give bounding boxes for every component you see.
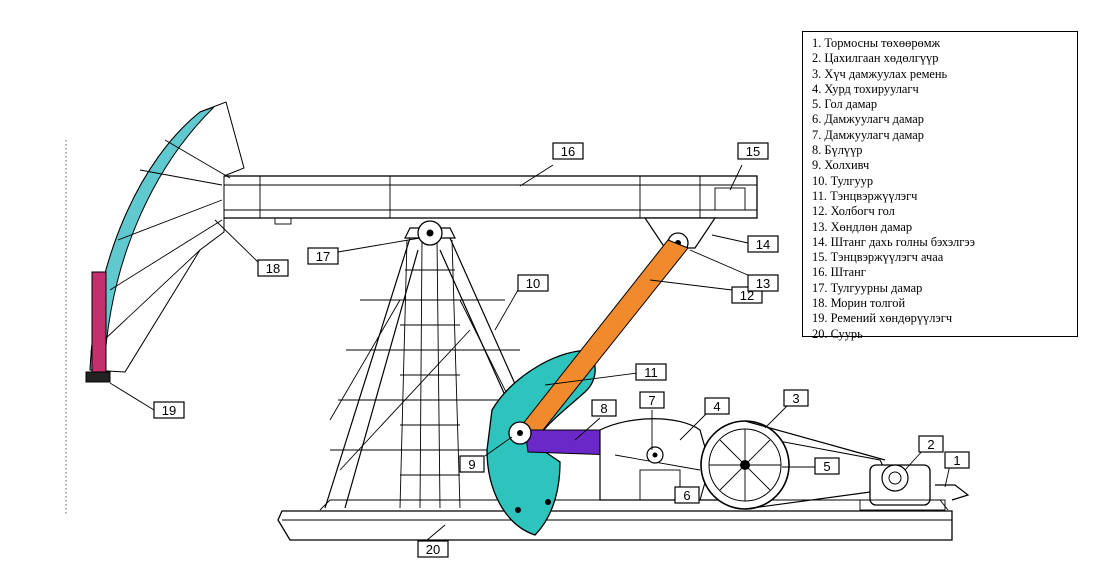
callout-17: 17	[307, 247, 339, 265]
legend-item: 5. Гол дамар	[812, 97, 878, 112]
callout-14: 14	[747, 235, 779, 253]
callout-12: 12	[731, 286, 763, 304]
legend-item: 14. Штанг дахь голны бэхэлгээ	[812, 234, 975, 249]
svg-text:8: 8	[600, 401, 607, 416]
legend-item: 18. Морин толгой	[812, 296, 906, 311]
legend-item: 16. Штанг	[812, 265, 866, 280]
legend-item: 15. Тэнцвэржүүлэгч ачаа	[812, 250, 944, 265]
svg-text:14: 14	[756, 237, 770, 252]
callout-11: 11	[635, 363, 667, 381]
callout-1: 1	[944, 451, 970, 469]
callout-19: 19	[153, 401, 185, 419]
bridle-rod	[91, 271, 107, 373]
svg-text:4: 4	[713, 399, 720, 414]
callout-4: 4	[704, 397, 730, 415]
saddle-bearing	[404, 220, 456, 246]
callout-15: 15	[737, 142, 769, 160]
callout-18: 18	[257, 259, 289, 277]
callout-9: 9	[459, 455, 485, 473]
legend-item: 13. Хөндлөн дамар	[812, 219, 913, 234]
callout-6: 6	[674, 486, 700, 504]
svg-text:3: 3	[792, 391, 799, 406]
legend-item: 12. Холбогч гол	[812, 204, 895, 219]
legend-item: 1. Тормосны төхөөрөмж	[812, 36, 941, 50]
parts-legend: 1. Тормосны төхөөрөмж 2. Цахилгаан хөдөл…	[802, 31, 1078, 341]
svg-text:11: 11	[644, 365, 658, 380]
svg-text:5: 5	[823, 459, 830, 474]
svg-text:20: 20	[426, 542, 440, 557]
brake-device	[935, 484, 970, 501]
legend-item: 19. Ремений хөндөрүүлэгч	[812, 311, 953, 326]
callout-20: 20	[417, 540, 449, 558]
legend-item: 17. Тулгуурны дамар	[812, 280, 923, 295]
callout-5: 5	[814, 457, 840, 475]
svg-text:19: 19	[162, 403, 176, 418]
gear-reducer	[599, 418, 721, 501]
samson-post	[324, 237, 541, 509]
callout-2: 2	[918, 435, 944, 453]
svg-text:1: 1	[953, 453, 960, 468]
callout-7: 7	[639, 391, 665, 409]
carrier-bar	[85, 371, 111, 383]
callout-3: 3	[783, 389, 809, 407]
svg-text:2: 2	[927, 437, 934, 452]
callout-13: 13	[747, 274, 779, 292]
svg-text:16: 16	[561, 144, 575, 159]
leader-lines	[109, 164, 951, 542]
svg-text:7: 7	[648, 393, 655, 408]
legend-item: 6. Дамжуулагч дамар	[812, 112, 924, 127]
svg-text:15: 15	[746, 144, 760, 159]
legend-item: 3. Хүч дамжуулах ремень	[812, 66, 948, 81]
svg-text:12: 12	[740, 288, 754, 303]
legend-item: 9. Холхивч	[812, 158, 870, 173]
legend-item: 4. Хурд тохируулагч	[812, 81, 919, 96]
svg-text:10: 10	[526, 276, 540, 291]
drive-belt	[744, 420, 886, 510]
svg-text:9: 9	[468, 457, 475, 472]
svg-text:6: 6	[683, 488, 690, 503]
svg-text:17: 17	[316, 249, 330, 264]
callout-16: 16	[552, 142, 584, 160]
legend-item: 20. Суурь	[812, 326, 863, 341]
walking-beam	[221, 175, 758, 225]
legend-item: 11. Тэнцвэржүүлэгч	[812, 188, 918, 203]
callout-10: 10	[517, 274, 549, 292]
base-foundation	[277, 499, 953, 541]
horsehead	[89, 101, 245, 373]
legend-item: 10. Тулгуур	[812, 173, 874, 188]
legend-item: 2. Цахилгаан хөдөлгүүр	[812, 51, 939, 66]
legend-item: 7. Дамжуулагч дамар	[812, 127, 924, 142]
svg-text:18: 18	[266, 261, 280, 276]
callout-8: 8	[591, 399, 617, 417]
electric-motor	[859, 464, 946, 511]
svg-text:13: 13	[756, 276, 770, 291]
legend-item: 8. Бүлүүр	[812, 143, 863, 158]
main-sheave	[700, 420, 790, 510]
